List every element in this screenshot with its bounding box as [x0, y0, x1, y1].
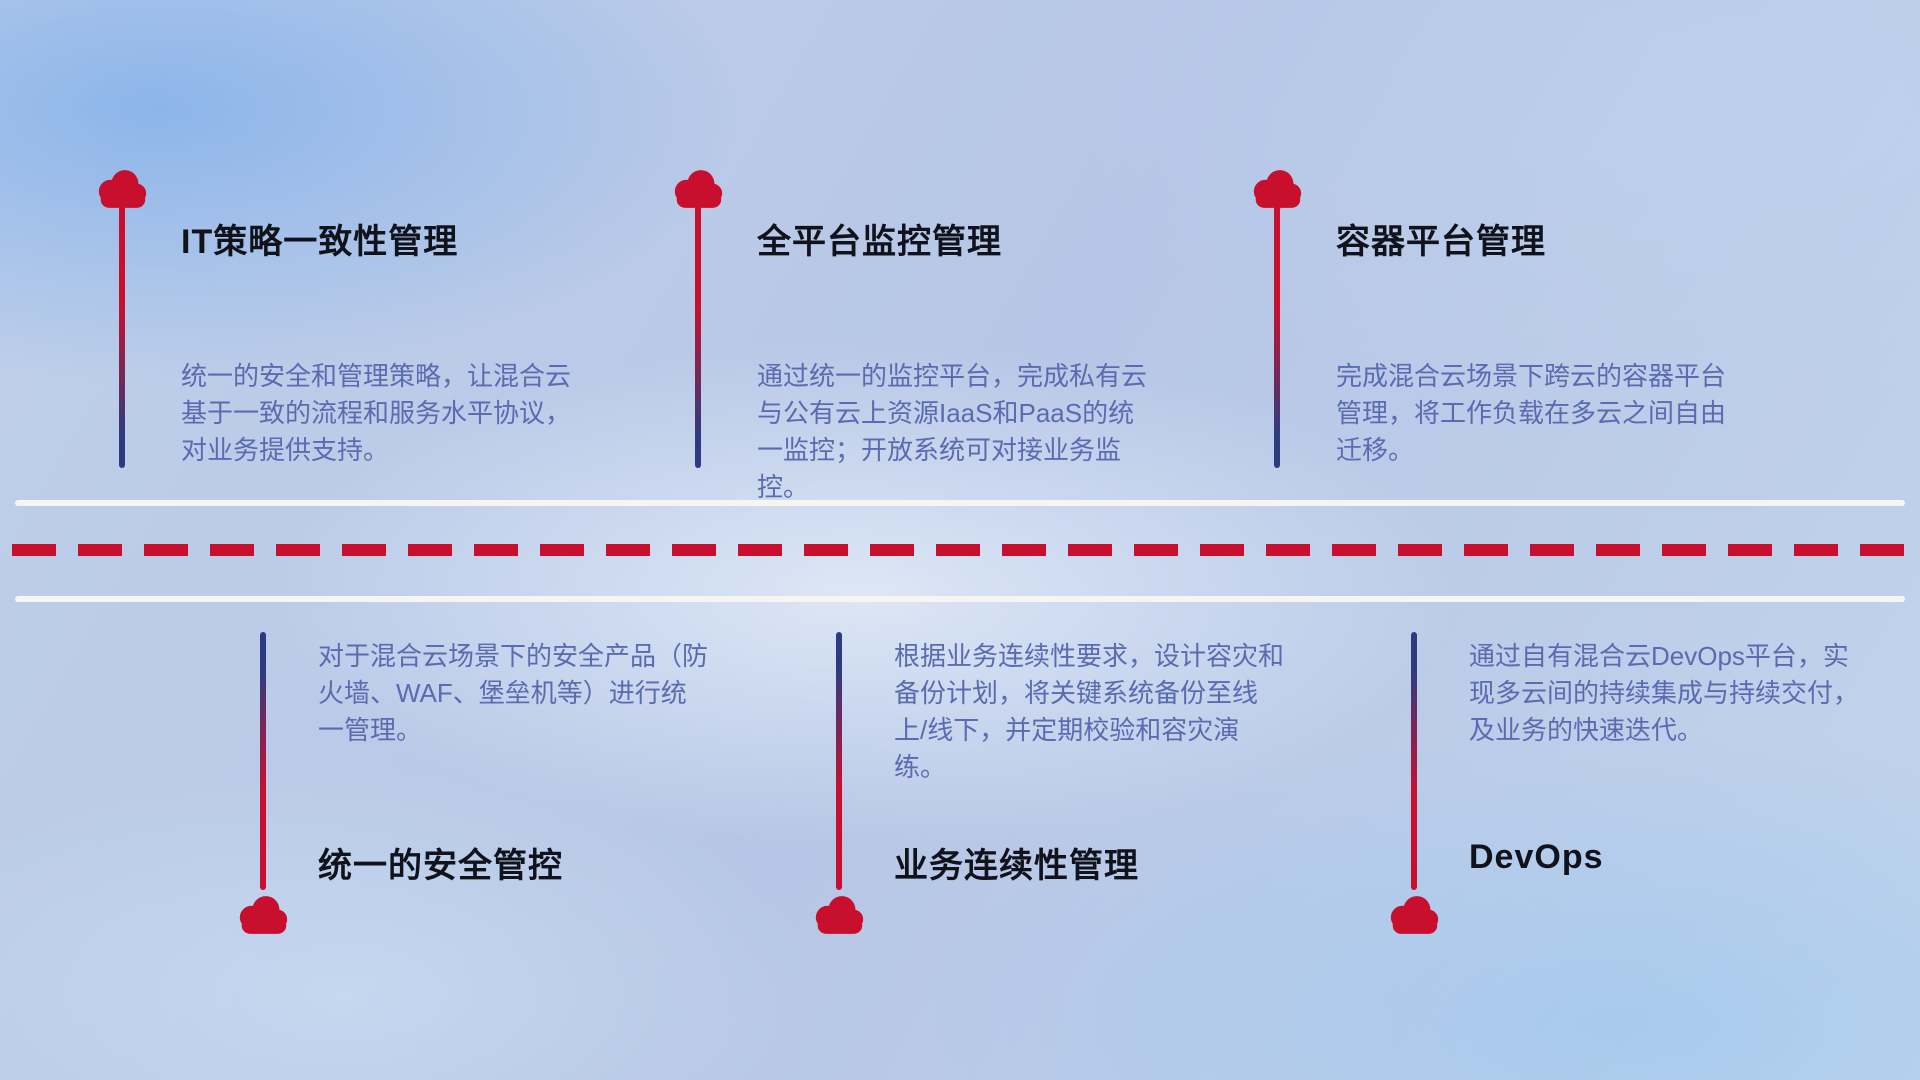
capability-description: 对于混合云场景下的安全产品（防火墙、WAF、堡垒机等）进行统一管理。 — [318, 641, 709, 745]
capability-description: 统一的安全和管理策略，让混合云基于一致的流程和服务水平协议，对业务提供支持。 — [181, 361, 572, 465]
capability-item-security-control: 对于混合云场景下的安全产品（防火墙、WAF、堡垒机等）进行统一管理。 统一的安全… — [234, 632, 708, 972]
capability-item-container-platform: 容器平台管理 完成混合云场景下跨云的容器平台管理，将工作负载在多云之间自由迁移。 — [1248, 168, 1726, 608]
cloud-icon — [1253, 170, 1302, 208]
cloud-icon — [1390, 896, 1439, 934]
capability-item-business-continuity: 根据业务连续性要求，设计容灾和备份计划，将关键系统备份至线上/线下，并定期校验和… — [810, 632, 1284, 972]
capability-title: 全平台监控管理 — [757, 223, 1002, 261]
timeline-stem — [119, 206, 125, 468]
capability-description: 通过自有混合云DevOps平台，实现多云间的持续集成与持续交付，及业务的快速迭代… — [1469, 641, 1860, 745]
road-center-dashed-line — [12, 544, 1908, 556]
cloud-icon — [98, 170, 147, 208]
capability-title: 业务连续性管理 — [894, 847, 1139, 885]
capability-item-it-policy: IT策略一致性管理 统一的安全和管理策略，让混合云基于一致的流程和服务水平协议，… — [93, 168, 571, 608]
timeline-stem — [1274, 206, 1280, 468]
capability-item-devops: 通过自有混合云DevOps平台，实现多云间的持续集成与持续交付，及业务的快速迭代… — [1385, 632, 1859, 972]
cloud-icon — [674, 170, 723, 208]
capability-description: 根据业务连续性要求，设计容灾和备份计划，将关键系统备份至线上/线下，并定期校验和… — [894, 641, 1285, 782]
cloud-icon — [239, 896, 288, 934]
cloud-icon — [815, 896, 864, 934]
capability-title: 统一的安全管控 — [318, 847, 563, 885]
capability-title: 容器平台管理 — [1336, 223, 1546, 261]
capability-description: 通过统一的监控平台，完成私有云与公有云上资源IaaS和PaaS的统一监控；开放系… — [757, 361, 1148, 502]
timeline-stem — [695, 206, 701, 468]
capability-title: DevOps — [1469, 838, 1604, 876]
timeline-stem — [1411, 632, 1417, 890]
timeline-stem — [260, 632, 266, 890]
capability-title: IT策略一致性管理 — [181, 223, 459, 261]
timeline-stem — [836, 632, 842, 890]
capability-item-monitoring: 全平台监控管理 通过统一的监控平台，完成私有云与公有云上资源IaaS和PaaS的… — [669, 168, 1147, 608]
capability-description: 完成混合云场景下跨云的容器平台管理，将工作负载在多云之间自由迁移。 — [1336, 361, 1727, 465]
road-edge-line-top — [15, 500, 1905, 506]
road-edge-line-bottom — [15, 596, 1905, 602]
